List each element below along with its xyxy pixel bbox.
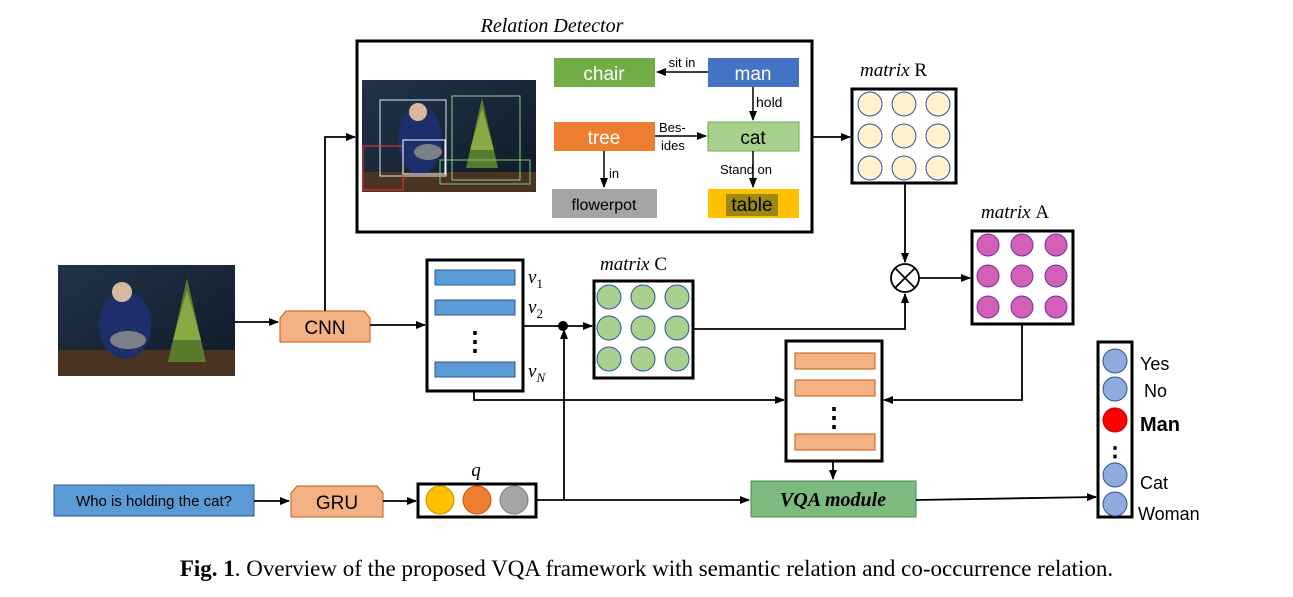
figure-caption: Fig. 1. Overview of the proposed VQA fra… bbox=[0, 556, 1293, 582]
fused-bar-1 bbox=[794, 352, 876, 370]
answer-node-woman bbox=[1102, 491, 1128, 517]
edge-besides-label-2: ides bbox=[661, 138, 685, 153]
matrix-r-cell bbox=[891, 123, 917, 149]
edge-sit-in-label: sit in bbox=[669, 55, 696, 70]
matrix-a-cells bbox=[976, 233, 1068, 319]
matrix-c-cell bbox=[630, 284, 656, 310]
connectors bbox=[235, 133, 1097, 505]
arrow-matrix-c-to-multiply bbox=[693, 293, 909, 330]
matrix-c-cell bbox=[596, 346, 622, 372]
feature-vn-bar bbox=[434, 361, 516, 378]
cnn-label: CNN bbox=[304, 318, 345, 339]
fused-bar-3 bbox=[794, 433, 876, 451]
matrix-a-cell bbox=[1010, 264, 1034, 288]
matrix-a-cell bbox=[1044, 264, 1068, 288]
matrix-r-cells bbox=[857, 91, 951, 181]
matrix-c-cell bbox=[664, 315, 690, 341]
relation-detector-title: Relation Detector bbox=[480, 15, 624, 37]
answer-label-no: No bbox=[1144, 381, 1167, 401]
matrix-a-cell bbox=[1010, 233, 1034, 257]
edge-in-label: in bbox=[609, 166, 619, 181]
feature-v2-label: v2 bbox=[528, 297, 543, 321]
matrix-r-cell bbox=[925, 155, 951, 181]
chair-node-label: chair bbox=[583, 64, 625, 85]
cat-node bbox=[707, 121, 800, 152]
answer-node-cat bbox=[1102, 462, 1128, 488]
flowerpot-node-label: flowerpot bbox=[572, 197, 637, 214]
gru-label: GRU bbox=[316, 493, 358, 514]
feature-ellipsis: ⋮ bbox=[462, 326, 488, 356]
fused-bar-2 bbox=[794, 379, 876, 397]
edge-stand-on-label: Stand on bbox=[720, 162, 772, 177]
matrix-r-title: matrix R bbox=[860, 60, 927, 81]
edge-hold-label: hold bbox=[756, 94, 782, 110]
q-element-2 bbox=[462, 485, 492, 515]
matrix-a-cell bbox=[976, 233, 1000, 257]
matrix-r-cell bbox=[857, 91, 883, 117]
cat-node-label: cat bbox=[740, 128, 766, 149]
answer-node-man bbox=[1102, 407, 1128, 433]
matrix-r-cell bbox=[891, 155, 917, 181]
matrix-c-cells bbox=[596, 284, 690, 372]
matrix-r-cell bbox=[925, 123, 951, 149]
junction-dot bbox=[558, 321, 568, 331]
matrix-c-cell bbox=[596, 315, 622, 341]
q-element-3 bbox=[499, 485, 529, 515]
edge-besides-label-1: Bes- bbox=[659, 120, 686, 135]
arrow-features-to-fused bbox=[473, 391, 785, 404]
matrix-r-cell bbox=[857, 123, 883, 149]
matrix-c-cell bbox=[630, 315, 656, 341]
detected-image bbox=[362, 80, 536, 192]
q-label: q bbox=[471, 460, 481, 481]
matrix-a-cell bbox=[1044, 295, 1068, 319]
vqa-module-label: VQA module bbox=[780, 489, 886, 511]
matrix-c-title: matrix C bbox=[600, 254, 667, 275]
feature-v1-label: v1 bbox=[528, 267, 543, 291]
matrix-c-cell bbox=[596, 284, 622, 310]
table-node-label: table bbox=[731, 195, 772, 216]
matrix-a-cell bbox=[976, 264, 1000, 288]
multiply-cross-b bbox=[894, 267, 916, 289]
matrix-a-title: matrix A bbox=[981, 202, 1049, 223]
q-element-1 bbox=[425, 485, 455, 515]
tree-node bbox=[554, 122, 655, 151]
matrix-c-cell bbox=[664, 284, 690, 310]
matrix-a-cell bbox=[1010, 295, 1034, 319]
question-box bbox=[53, 484, 255, 517]
cnn-block bbox=[279, 310, 371, 343]
chair-node bbox=[554, 58, 655, 87]
matrix-r-cell bbox=[891, 91, 917, 117]
gru-block bbox=[290, 485, 384, 518]
matrix-a-cell bbox=[976, 295, 1000, 319]
fused-ellipsis: ⋮ bbox=[821, 402, 847, 432]
table-node-highlight bbox=[726, 194, 778, 216]
matrix-r-cell bbox=[857, 155, 883, 181]
tree-node-label: tree bbox=[588, 128, 621, 149]
answer-label-cat: Cat bbox=[1140, 473, 1168, 493]
figure-number: Fig. 1 bbox=[179, 556, 235, 581]
arrow-cnn-to-detector bbox=[324, 133, 356, 311]
input-image bbox=[58, 265, 235, 376]
question-text: Who is holding the cat? bbox=[76, 493, 232, 510]
answer-label-man: Man bbox=[1140, 414, 1180, 436]
man-node-label: man bbox=[735, 64, 772, 85]
figure-caption-text: . Overview of the proposed VQA framework… bbox=[234, 556, 1114, 581]
answer-node-yes bbox=[1102, 348, 1128, 374]
matrix-c-cell bbox=[630, 346, 656, 372]
matrix-r-cell bbox=[925, 91, 951, 117]
arrow-matrix-a-to-fused bbox=[883, 324, 1023, 404]
feature-vn-label: vN bbox=[528, 361, 546, 385]
answer-node-no bbox=[1102, 376, 1128, 402]
man-node bbox=[708, 58, 799, 87]
matrix-c-cell bbox=[664, 346, 690, 372]
arrow-vqa-to-answers bbox=[915, 493, 1097, 502]
flowerpot-node bbox=[552, 189, 657, 218]
feature-v2-bar bbox=[434, 299, 516, 316]
answer-label-yes: Yes bbox=[1140, 354, 1169, 374]
matrix-a-cell bbox=[1044, 233, 1068, 257]
vqa-module-box bbox=[750, 480, 917, 518]
answer-label-woman: Woman bbox=[1138, 504, 1200, 524]
feature-v1-bar bbox=[434, 269, 516, 286]
